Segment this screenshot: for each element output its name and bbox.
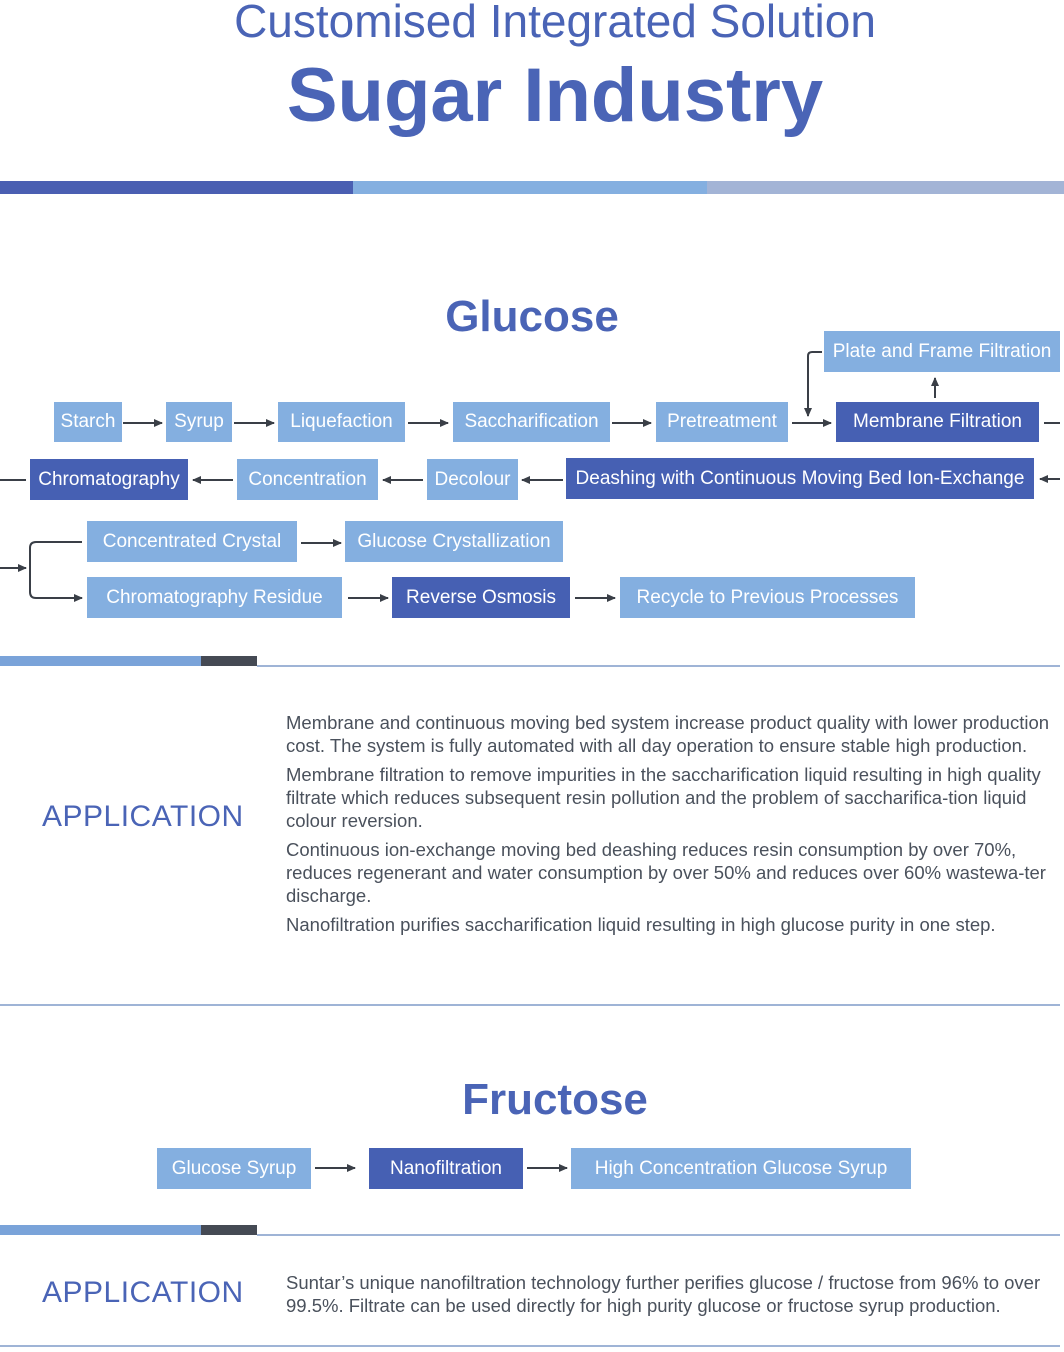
bottom-rule bbox=[0, 1345, 1060, 1347]
header-band-mid bbox=[353, 181, 707, 194]
node-concentration: Concentration bbox=[237, 459, 378, 500]
page-title: Sugar Industry bbox=[286, 53, 824, 138]
node-syrup: Syrup bbox=[166, 402, 232, 442]
divider-segment-dark bbox=[201, 1225, 257, 1235]
glucose-application-text: Membrane and continuous moving bed syste… bbox=[286, 711, 1061, 942]
glucose-title: Glucose bbox=[445, 292, 619, 341]
fructose-title: Fructose bbox=[462, 1075, 648, 1124]
node-plate-frame-filtration: Plate and Frame Filtration bbox=[824, 331, 1060, 372]
node-liquefaction: Liquefaction bbox=[278, 402, 405, 442]
divider-rule bbox=[257, 1234, 1060, 1236]
application-paragraph: Suntar’s unique nanofiltration technolog… bbox=[286, 1272, 1041, 1316]
application-paragraph: Nanofiltration purifies saccharification… bbox=[286, 914, 996, 935]
node-glucose-syrup: Glucose Syrup bbox=[157, 1148, 311, 1189]
node-pretreatment: Pretreatment bbox=[656, 402, 788, 442]
fructose-application-label: APPLICATION bbox=[42, 1276, 244, 1309]
node-decolour: Decolour bbox=[427, 459, 518, 500]
divider-segment-light bbox=[0, 1225, 201, 1235]
fructose-application-text: Suntar’s unique nanofiltration technolog… bbox=[286, 1271, 1061, 1323]
node-glucose-crystallization: Glucose Crystallization bbox=[345, 521, 563, 562]
node-concentrated-crystal: Concentrated Crystal bbox=[87, 521, 297, 562]
divider-rule bbox=[257, 665, 1060, 667]
node-starch: Starch bbox=[54, 402, 122, 442]
node-chromatography: Chromatography bbox=[30, 459, 188, 500]
divider-segment-dark bbox=[201, 656, 257, 666]
node-membrane-filtration: Membrane Filtration bbox=[836, 402, 1039, 442]
application-paragraph: Membrane filtration to remove impurities… bbox=[286, 764, 1041, 831]
application-paragraph: Continuous ion-exchange moving bed deash… bbox=[286, 839, 1046, 906]
divider-segment-light bbox=[0, 656, 201, 666]
node-deashing-ion-exchange: Deashing with Continuous Moving Bed Ion-… bbox=[566, 458, 1034, 499]
header-band-dark bbox=[0, 181, 353, 194]
header-subtitle: Customised Integrated Solution bbox=[234, 0, 876, 47]
node-chromatography-residue: Chromatography Residue bbox=[87, 577, 342, 618]
glucose-application-label: APPLICATION bbox=[42, 800, 244, 833]
application-paragraph: Membrane and continuous moving bed syste… bbox=[286, 712, 1050, 756]
node-high-concentration-glucose-syrup: High Concentration Glucose Syrup bbox=[571, 1148, 911, 1189]
header-band-light bbox=[707, 181, 1064, 194]
node-recycle: Recycle to Previous Processes bbox=[620, 577, 915, 618]
section-divider bbox=[0, 1004, 1060, 1006]
node-reverse-osmosis: Reverse Osmosis bbox=[392, 577, 570, 618]
node-nanofiltration: Nanofiltration bbox=[369, 1148, 523, 1189]
node-saccharification: Saccharification bbox=[453, 402, 610, 442]
